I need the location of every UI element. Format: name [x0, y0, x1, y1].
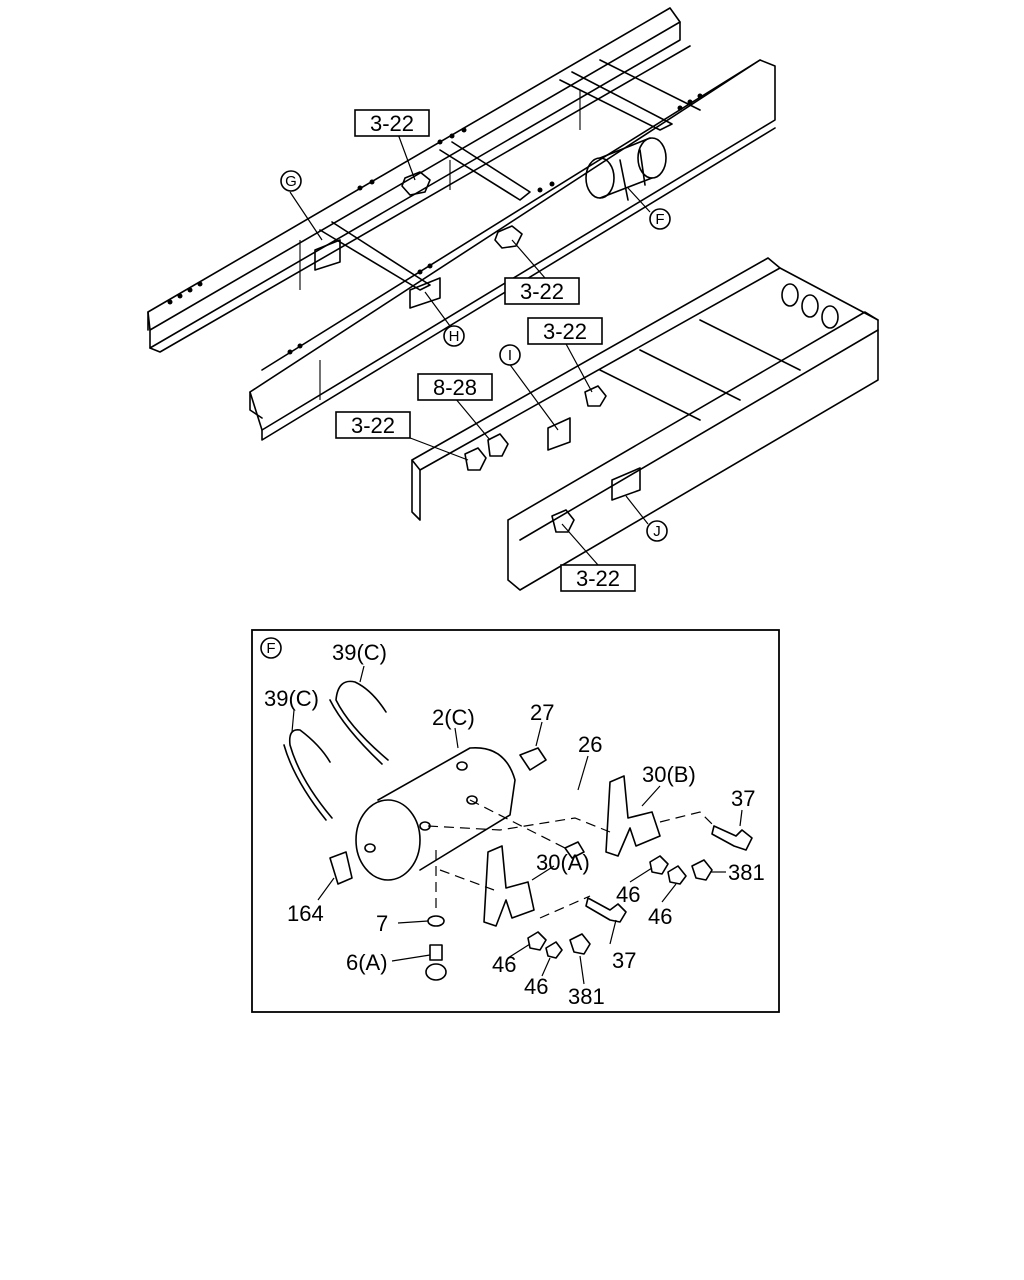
part-label[interactable]: 26 — [578, 732, 602, 757]
svg-text:H: H — [449, 328, 460, 345]
svg-text:3-22: 3-22 — [370, 111, 414, 136]
callout-i[interactable]: I — [499, 344, 521, 366]
svg-text:8-28: 8-28 — [433, 375, 477, 400]
svg-text:G: G — [285, 173, 297, 190]
tank-drawing — [329, 747, 611, 910]
part-label[interactable]: 164 — [287, 901, 324, 926]
ref-tag-1[interactable]: 3-22 — [354, 109, 430, 137]
part-label[interactable]: 6(A) — [346, 950, 388, 975]
part-label[interactable]: 39(C) — [264, 686, 319, 711]
ref-tag-6[interactable]: 3-22 — [560, 564, 636, 592]
detail-leaders — [291, 665, 743, 985]
svg-text:3-22: 3-22 — [520, 279, 564, 304]
bracket-drawing — [483, 775, 661, 927]
part-label[interactable]: 381 — [728, 860, 765, 885]
svg-text:3-22: 3-22 — [543, 319, 587, 344]
part-label[interactable]: 30(B) — [642, 762, 696, 787]
ref-tag-3[interactable]: 3-22 — [527, 317, 603, 345]
svg-text:3-22: 3-22 — [576, 566, 620, 591]
svg-text:J: J — [653, 523, 661, 540]
ref-tag-5[interactable]: 3-22 — [335, 411, 411, 439]
part-label[interactable]: 7 — [376, 911, 388, 936]
ref-tag-4[interactable]: 8-28 — [417, 373, 493, 401]
part-label[interactable]: 37 — [731, 786, 755, 811]
detail-callout-f: F — [260, 637, 282, 659]
callout-h[interactable]: H — [443, 325, 465, 347]
top-leaders — [289, 133, 651, 566]
lower-frame-drawing — [411, 257, 879, 591]
part-label[interactable]: 27 — [530, 700, 554, 725]
detail-frame — [251, 629, 780, 1013]
hose-drawing — [283, 680, 389, 821]
svg-text:F: F — [266, 640, 275, 657]
part-label[interactable]: 2(C) — [432, 705, 475, 730]
part-label[interactable]: 46 — [648, 904, 672, 929]
svg-text:3-22: 3-22 — [351, 413, 395, 438]
part-label[interactable]: 30(A) — [536, 850, 590, 875]
svg-text:F: F — [655, 211, 664, 228]
callout-f[interactable]: F — [649, 208, 671, 230]
ref-tag-2[interactable]: 3-22 — [504, 277, 580, 305]
svg-text:I: I — [508, 347, 512, 364]
part-label[interactable]: 381 — [568, 984, 605, 1009]
part-label[interactable]: 46 — [492, 952, 516, 977]
part-label[interactable]: 46 — [616, 882, 640, 907]
part-label[interactable]: 37 — [612, 948, 636, 973]
part-label[interactable]: 46 — [524, 974, 548, 999]
callout-g[interactable]: G — [280, 170, 302, 192]
upper-frame-drawing — [147, 7, 776, 441]
callout-j[interactable]: J — [646, 520, 668, 542]
part-label[interactable]: 39(C) — [332, 640, 387, 665]
detail-labels: 39(C) 39(C) 2(C) 27 26 30(B) 37 381 46 4… — [264, 640, 765, 1009]
